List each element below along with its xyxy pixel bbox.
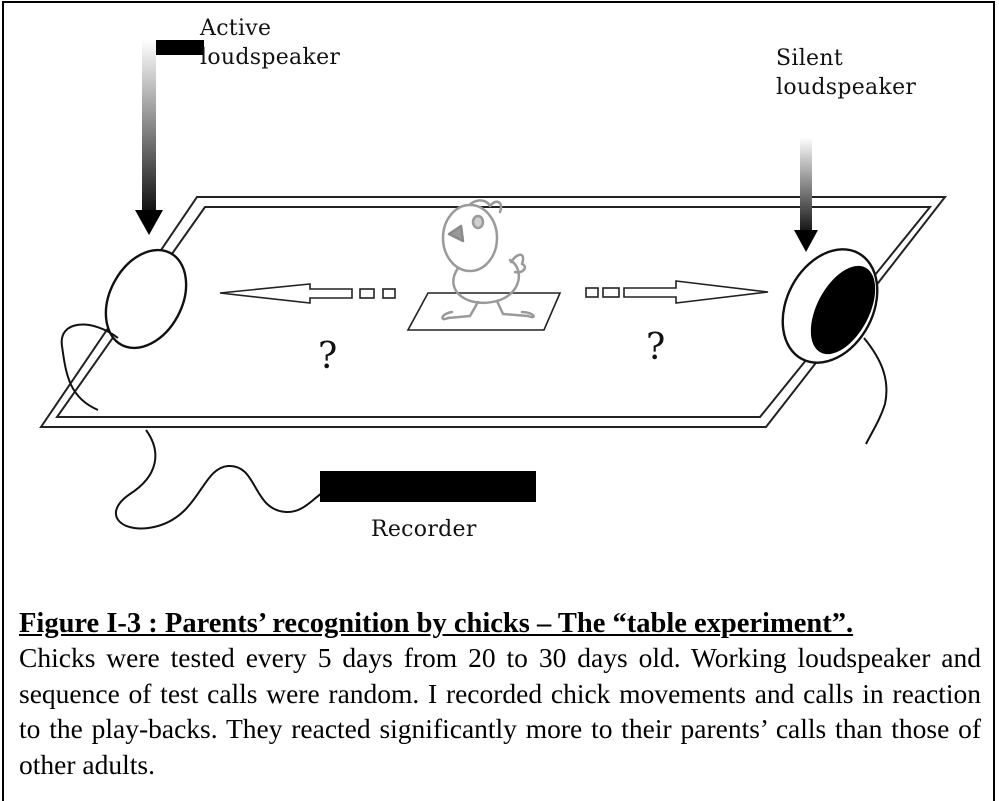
- chick-icon: [441, 199, 535, 321]
- question-mark-left: ?: [318, 336, 338, 377]
- silent-loudspeaker-arrow: [794, 137, 818, 252]
- recorder-cable: [115, 429, 323, 530]
- figure-caption-body: Chicks were tested every 5 days from 20 …: [19, 642, 981, 780]
- table-inner-edge: [55, 206, 933, 418]
- recorder-box: [320, 471, 536, 502]
- arrow-left: [219, 283, 396, 304]
- recorder-label: Recorder: [371, 517, 477, 542]
- table-experiment-diagram: [39, 40, 948, 530]
- arrow-right: [585, 280, 769, 304]
- question-mark-right: ?: [646, 327, 666, 368]
- active-loudspeaker: [60, 248, 188, 411]
- silent-loudspeaker-label: Silent loudspeaker: [776, 46, 917, 100]
- active-loudspeaker-arrow: [135, 40, 204, 235]
- silent-loudspeaker: [781, 248, 888, 445]
- active-loudspeaker-label: Active loudspeaker: [200, 16, 341, 70]
- figure-caption-title: Figure I-3 : Parents’ recognition by chi…: [19, 608, 854, 639]
- start-mat: [406, 292, 562, 331]
